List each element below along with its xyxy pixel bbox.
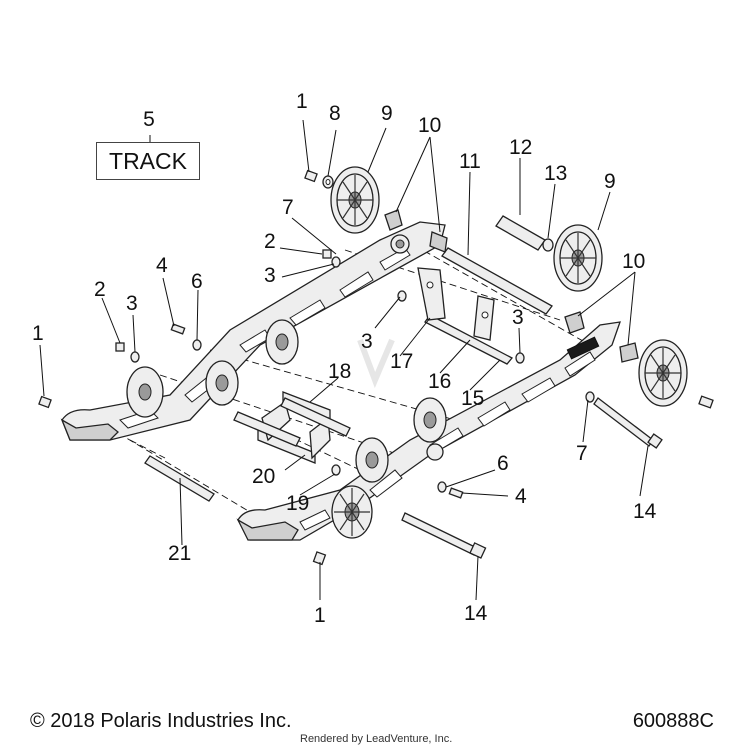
bracket-17 xyxy=(417,267,495,341)
block-10-upper xyxy=(384,209,448,253)
callout-9-right: 9 xyxy=(604,170,616,193)
callout-14-bottom: 14 xyxy=(464,602,488,625)
shaft-16 xyxy=(424,314,514,365)
callout-21: 21 xyxy=(168,542,191,565)
callout-13: 13 xyxy=(544,162,567,185)
callout-20: 20 xyxy=(252,465,275,488)
callout-5: 5 xyxy=(143,108,155,131)
shaft-11 xyxy=(441,247,553,315)
callout-10-top: 10 xyxy=(418,114,441,137)
callout-1-bottom: 1 xyxy=(314,604,326,627)
track-label: TRACK xyxy=(96,142,200,180)
callout-18: 18 xyxy=(328,360,351,383)
sleeve-12 xyxy=(495,215,546,251)
callout-1-left: 1 xyxy=(32,322,44,345)
callout-3-top: 3 xyxy=(264,264,276,287)
callout-10-right: 10 xyxy=(622,250,645,273)
callout-16: 16 xyxy=(428,370,451,393)
callout-8: 8 xyxy=(329,102,341,125)
leader-lines xyxy=(39,119,649,601)
callout-11: 11 xyxy=(459,150,481,173)
shafts-20 xyxy=(233,397,351,447)
callout-7-top: 7 xyxy=(282,196,294,219)
callout-6-right: 6 xyxy=(497,452,509,475)
callout-3-right: 3 xyxy=(512,306,524,329)
rail-cutouts xyxy=(119,247,411,429)
left-idler-wheel-a xyxy=(205,360,239,406)
right-idler-wheel-b xyxy=(413,397,447,443)
callout-9-left: 9 xyxy=(381,102,393,125)
callout-1-top: 1 xyxy=(296,90,308,113)
callout-6-left: 6 xyxy=(191,270,203,293)
callout-12: 12 xyxy=(509,136,532,159)
shaft-21 xyxy=(144,455,215,502)
right-rear-wheel xyxy=(331,485,373,539)
callout-7-right: 7 xyxy=(576,442,588,465)
wheel-9-upper-right xyxy=(553,224,603,292)
callout-17: 17 xyxy=(390,350,413,373)
copyright: © 2018 Polaris Industries Inc. xyxy=(30,710,292,732)
callout-19: 19 xyxy=(286,492,309,515)
small-hardware xyxy=(38,169,714,566)
rendered-by-credit: Rendered by LeadVenture, Inc. xyxy=(300,733,453,745)
callout-2-top: 2 xyxy=(264,230,276,253)
bolt-14-long-bottom xyxy=(401,512,487,559)
callout-3-mid: 3 xyxy=(361,330,373,353)
left-rear-wheel xyxy=(126,366,164,418)
left-idler-wheel-b xyxy=(265,319,299,365)
left-rail xyxy=(60,221,446,441)
diagram-number: 600888C xyxy=(632,710,714,732)
callout-4-right: 4 xyxy=(515,485,527,508)
callout-3-left: 3 xyxy=(126,292,138,315)
wheel-9-upper-left xyxy=(330,166,380,234)
callout-4-left: 4 xyxy=(156,254,168,277)
block-10-right xyxy=(564,311,639,363)
callout-2-left: 2 xyxy=(94,278,106,301)
bolt-14-long-front xyxy=(593,397,663,449)
callouts: 1 8 9 10 11 12 13 9 7 2 3 10 4 2 6 3 3 3… xyxy=(32,90,657,627)
callout-15: 15 xyxy=(461,387,484,410)
wheel-9-front-right xyxy=(638,339,688,407)
right-idler-wheel-a xyxy=(355,437,389,483)
callout-14-right: 14 xyxy=(633,500,657,523)
